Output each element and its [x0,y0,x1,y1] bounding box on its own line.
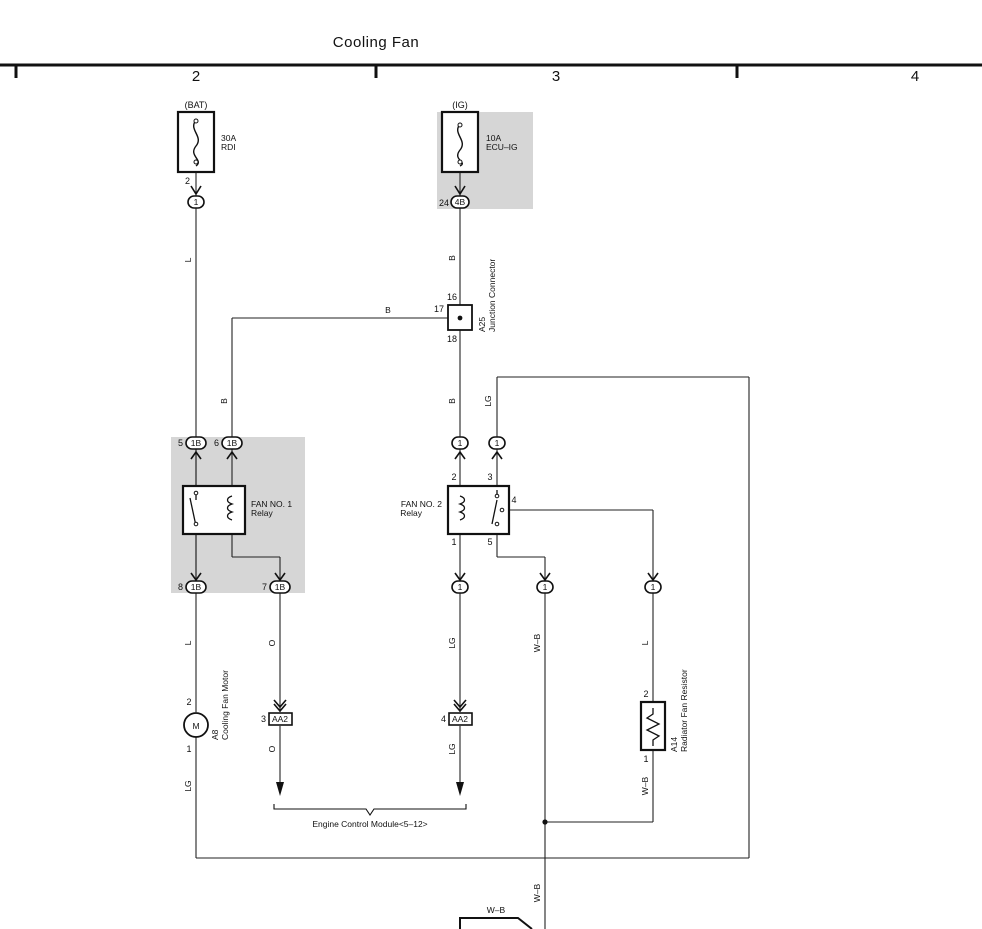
resistor-name: Radiator Fan Resistor [679,669,689,752]
wire-label: W–B [487,905,506,915]
resistor-code: A14 [669,737,679,752]
resistor-icon [645,708,661,746]
wire-label: W–B [640,776,650,795]
relay1-name: FAN NO. 1 [251,499,292,509]
wire-labels: L B B B B LG L O LG W–B L O LG LG W–B W–… [183,255,650,915]
bat-fuse-name: RDI [221,142,236,152]
junction-connector: 16 17 18 A25 Junction Connector [434,259,497,344]
relay1-pin-5: 5 [178,438,183,448]
junction-pin-17: 17 [434,304,444,314]
wire-label: LG [447,743,457,754]
ecm-label: Engine Control Module<5–12> [312,819,427,829]
relay2-connector-bottom-1: 1 [458,582,463,592]
wire-label: B [447,398,457,404]
relay1-pin-6: 6 [214,438,219,448]
relay2-type: Relay [400,508,422,518]
ecm-connector-left: AA2 [272,714,288,724]
bat-fuse: (BAT) 30A RDI 2 1 [176,100,236,209]
motor-symbol: M [192,721,199,731]
relay2-connector-top-left: 1 [458,438,463,448]
ig-fuse-rating: 10A [486,133,501,143]
relay2-connector-bottom-2: 1 [543,582,548,592]
fan-relay-1: 5 1B 6 1B FAN NO. 1 Relay 8 1B 7 1B [178,436,292,594]
junction-pin-16: 16 [447,292,457,302]
diagram-title: Cooling Fan [333,34,419,51]
ig-fuse-pin: 24 [439,198,449,208]
wire-label: L [640,640,650,645]
wire-label: W–B [532,633,542,652]
ig-supply-label: (IG) [452,100,468,110]
motor-icon [183,712,209,738]
ecm-pin-4: 4 [441,714,446,724]
relay1-connector-top-left: 1B [191,438,202,448]
relay2-name: FAN NO. 2 [401,499,442,509]
relay2-connector-bottom-3: 1 [651,582,656,592]
motor-pin-1: 1 [186,744,191,754]
relay2-pin-5: 5 [487,537,492,547]
fan-relay-2: 1 1 2 3 4 1 5 FAN NO. 2 Relay 1 1 1 [400,436,662,594]
bat-supply-label: (BAT) [185,100,208,110]
column-label-3: 3 [552,68,560,85]
relay1-connector-bottom-right: 1B [275,582,286,592]
motor-pin-2: 2 [186,697,191,707]
relay1-connector-top-right: 1B [227,438,238,448]
motor-name: Cooling Fan Motor [220,670,230,740]
resistor-pin-2: 2 [643,689,648,699]
resistor-pin-1: 1 [643,754,648,764]
wire-label: L [183,257,193,262]
ig-connector-label: 4B [455,197,466,207]
ecm-connector-right: AA2 [452,714,468,724]
column-label-4: 4 [911,68,919,85]
wire-label: LG [447,637,457,648]
wire-label: W–B [532,883,542,902]
wire-label: LG [483,395,493,406]
column-label-2: 2 [192,68,200,85]
relay1-type: Relay [251,508,273,518]
bat-connector-label: 1 [194,197,199,207]
relay2-pin-3: 3 [487,472,492,482]
relay2-connector-top-right: 1 [495,438,500,448]
relay1-connector-bottom-left: 1B [191,582,202,592]
wire-label: B [219,398,229,404]
junction-name: Junction Connector [487,259,497,332]
wire-label: B [447,255,457,261]
ig-fuse-name: ECU–IG [486,142,518,152]
junction-code: A25 [477,317,487,332]
relay1-pin-8: 8 [178,582,183,592]
wire-label: O [267,639,277,646]
wire-label: O [267,745,277,752]
bat-fuse-rating: 30A [221,133,236,143]
wire-label: LG [183,780,193,791]
partial-component [459,917,533,929]
relay1-pin-7: 7 [262,582,267,592]
junction-pin-18: 18 [447,334,457,344]
bat-fuse-pin: 2 [185,176,190,186]
ecm-connectors: 3 AA2 4 AA2 Engine Control Module<5–12> [261,699,473,829]
wire-label: B [385,305,391,315]
cooling-fan-motor: 2 M 1 A8 Cooling Fan Motor [183,670,230,754]
ecm-pin-3: 3 [261,714,266,724]
wire-label: L [183,640,193,645]
relay2-pin-2: 2 [451,472,456,482]
motor-code: A8 [210,729,220,740]
splice-point [542,819,548,825]
radiator-fan-resistor: 2 1 A14 Radiator Fan Resistor [639,669,689,764]
relay2-pin-1: 1 [451,537,456,547]
relay2-pin-4: 4 [511,495,516,505]
ig-fuse: (IG) 10A ECU–IG 24 4B [439,100,518,209]
